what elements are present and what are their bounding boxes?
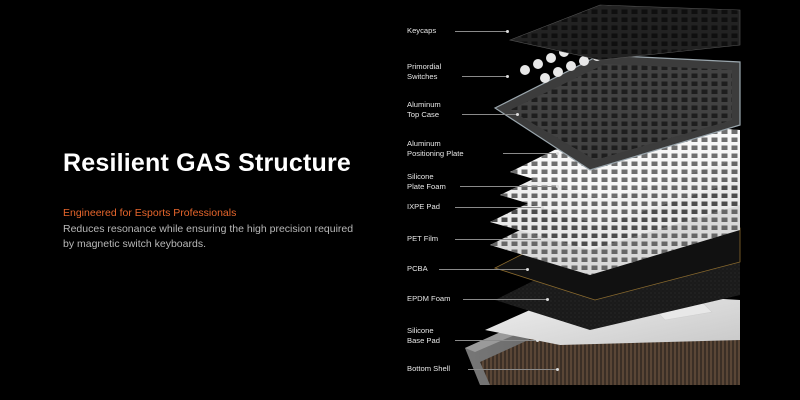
callout-dot: [541, 238, 544, 241]
callout-dot: [556, 185, 559, 188]
callout-dot: [556, 152, 559, 155]
layer-label-text: Silicone Plate Foam: [407, 172, 446, 191]
layer-label-3: Aluminum Positioning Plate: [407, 139, 559, 159]
layer-label-text: Aluminum Positioning Plate: [407, 139, 464, 158]
layer-label-text: Keycaps: [407, 26, 437, 35]
callout-dot: [526, 268, 529, 271]
layer-label-4: Silicone Plate Foam: [407, 172, 559, 192]
callout-line: [468, 369, 557, 370]
layer-label-6: PET Film: [407, 234, 544, 244]
callout-dot: [536, 339, 539, 342]
layer-label-text: Bottom Shell: [407, 364, 451, 373]
layer-label-text: Primordial Switches: [407, 62, 442, 81]
layer-label-text: EPDM Foam: [407, 294, 451, 303]
layer-label-text: PCBA: [407, 264, 428, 273]
callout-line: [503, 153, 557, 154]
layer-label-5: IXPE Pad: [407, 202, 544, 212]
callout-line: [455, 340, 537, 341]
callout-dot: [516, 113, 519, 116]
callout-line: [463, 299, 547, 300]
layer-label-text: PET Film: [407, 234, 439, 243]
callout-dot: [546, 298, 549, 301]
callout-line: [460, 186, 557, 187]
callout-dot: [541, 206, 544, 209]
layer-label-text: IXPE Pad: [407, 202, 440, 211]
callout-line: [462, 76, 507, 77]
callout-line: [455, 31, 507, 32]
layer-label-8: EPDM Foam: [407, 294, 549, 304]
layer-label-0: Keycaps: [407, 26, 509, 36]
callout-dot: [556, 368, 559, 371]
feature-description: Reduces resonance while ensuring the hig…: [63, 223, 354, 250]
aluminum-top-case-layer: [493, 54, 741, 171]
callout-line: [462, 114, 517, 115]
layer-label-1: Primordial Switches: [407, 62, 509, 82]
exploded-keyboard-diagram: [465, 4, 741, 385]
page-title: Resilient GAS Structure: [63, 149, 351, 177]
feature-subtitle: Engineered for Esports Professionals: [63, 207, 237, 219]
layer-label-9: Silicone Base Pad: [407, 326, 539, 346]
layer-label-7: PCBA: [407, 264, 529, 274]
layer-label-text: Silicone Base Pad: [407, 326, 440, 345]
layer-label-10: Bottom Shell: [407, 364, 559, 374]
layer-label-2: Aluminum Top Case: [407, 100, 519, 120]
keycaps-layer: [508, 4, 741, 61]
callout-line: [455, 239, 542, 240]
callout-dot: [506, 30, 509, 33]
layer-label-text: Aluminum Top Case: [407, 100, 441, 119]
callout-dot: [506, 75, 509, 78]
callout-line: [455, 207, 542, 208]
callout-line: [439, 269, 527, 270]
feature-text-block: Resilient GAS Structure Engineered for E…: [63, 148, 363, 252]
